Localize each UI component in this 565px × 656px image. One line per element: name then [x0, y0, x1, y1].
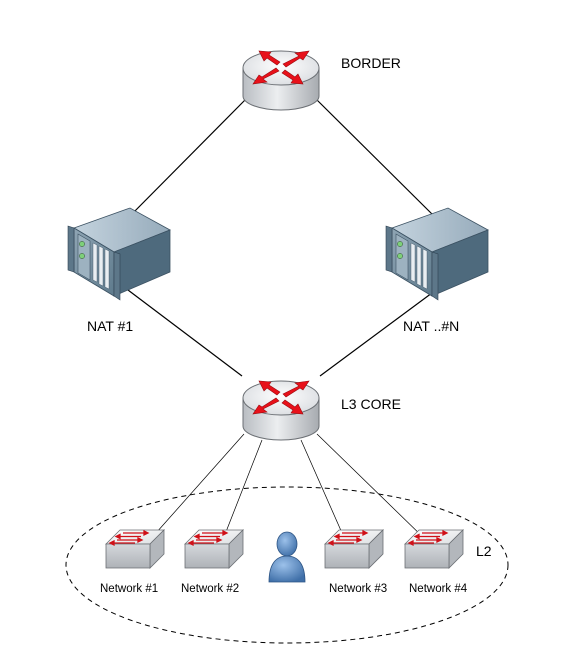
l3-core-router-icon — [242, 380, 320, 441]
natn-label: NAT ..#N — [403, 318, 460, 334]
link-natn-core — [319, 289, 437, 377]
link-core-network4 — [316, 433, 429, 543]
border-label: BORDER — [341, 55, 401, 71]
link-border-nat1 — [127, 99, 246, 219]
natn-server-icon — [385, 207, 489, 301]
l2-label: L2 — [476, 543, 492, 559]
nat1-server-icon — [67, 207, 171, 301]
link-border-natn — [316, 99, 437, 219]
l2-group-boundary — [65, 486, 509, 644]
network2-switch-icon — [184, 529, 244, 569]
l3-core-label: L3 CORE — [341, 396, 401, 412]
network2-label: Network #2 — [181, 583, 240, 595]
network3-switch-icon — [324, 529, 384, 569]
link-core-network1 — [147, 433, 245, 543]
network4-label: Network #4 — [409, 583, 468, 595]
link-core-network2 — [221, 439, 263, 543]
user-icon — [268, 531, 306, 583]
connection-lines — [127, 99, 437, 543]
network4-switch-icon — [404, 529, 464, 569]
network1-switch-icon — [105, 529, 165, 569]
link-nat1-core — [127, 289, 243, 377]
link-core-network3 — [300, 439, 347, 543]
border-router-icon — [242, 50, 320, 111]
network3-label: Network #3 — [329, 583, 388, 595]
network1-label: Network #1 — [100, 583, 159, 595]
nat1-label: NAT #1 — [87, 318, 134, 334]
